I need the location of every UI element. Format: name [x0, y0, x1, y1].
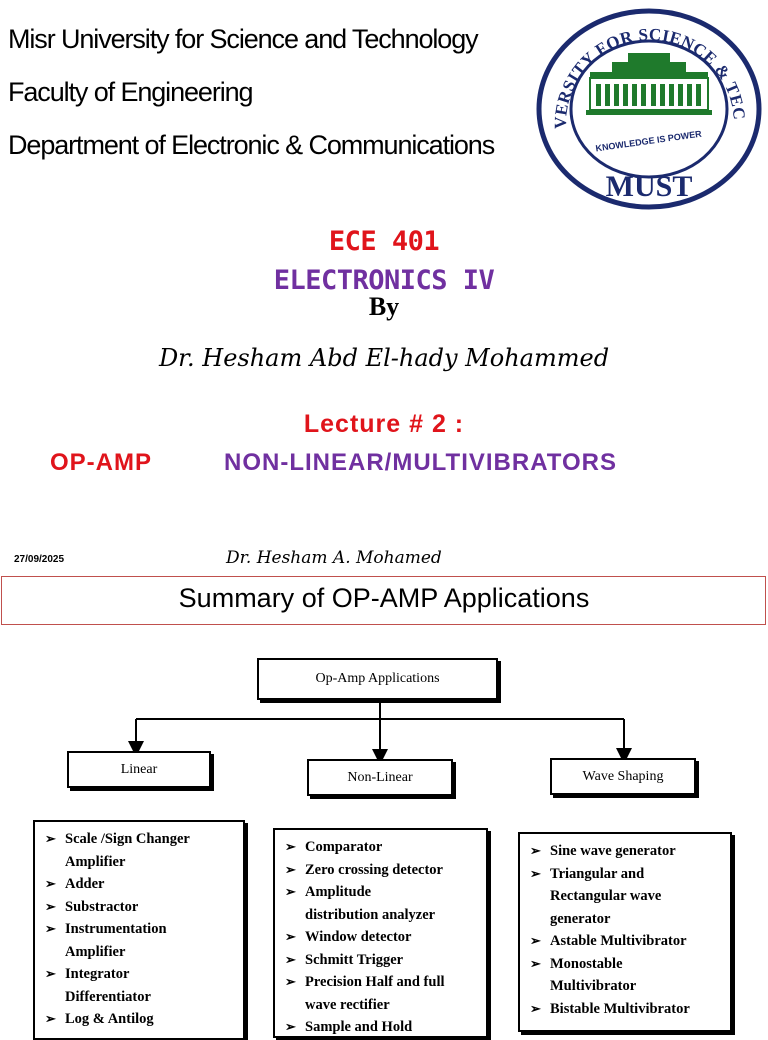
list-item: ➢ Zero crossing detector — [283, 859, 480, 882]
summary-title-box — [1, 576, 766, 625]
list-item: ➢ Substractor — [43, 896, 237, 919]
list-item-text: wave rectifier — [305, 996, 390, 1013]
branch-wave-shaping: Wave Shaping — [550, 758, 696, 795]
course-title: ELECTRONICS IV — [273, 265, 495, 296]
branch-label: Wave Shaping — [582, 768, 664, 784]
footer-author: Dr. Hesham A. Mohamed — [226, 548, 442, 568]
arrow-bullet-icon: ➢ — [45, 921, 56, 936]
list-item-text: Triangular and — [550, 865, 645, 882]
arrow-bullet-icon: ➢ — [285, 1019, 296, 1034]
list-item-text: distribution analyzer — [305, 906, 436, 923]
list-item-text: Monostable — [550, 955, 623, 972]
list-item: ➢ Precision Half and full wave rectifier — [283, 971, 480, 1016]
arrow-bullet-icon: ➢ — [45, 831, 56, 846]
topic-subtitle: NON-LINEAR/MULTIVIBRATORS — [224, 449, 617, 476]
branch-label: Linear — [120, 761, 158, 777]
list-item-text: Log & Antilog — [65, 1011, 154, 1027]
summary-title: Summary of OP-AMP Applications — [178, 583, 590, 613]
arrow-bullet-icon: ➢ — [45, 898, 56, 914]
slide-date: 27/09/2025 — [14, 554, 65, 565]
branch-label: Non-Linear — [347, 769, 413, 785]
list-item-text: Substractor — [65, 898, 139, 915]
university-name: Misr University for Science and Technolo… — [8, 24, 479, 54]
branch-non-linear: Non-Linear — [307, 759, 453, 796]
list-item: ➢ Bistable Multivibrator — [528, 998, 724, 1021]
arrow-bullet-icon: ➢ — [45, 1011, 56, 1026]
arrow-bullet-icon: ➢ — [45, 966, 56, 981]
arrow-bullet-icon: ➢ — [285, 929, 296, 944]
arrow-bullet-icon: ➢ — [285, 839, 296, 854]
arrow-bullet-icon: ➢ — [530, 865, 541, 881]
list-item-text: Integrator — [65, 966, 130, 982]
list-item: ➢ Adder — [43, 873, 237, 896]
list-item-text: Amplifier — [65, 853, 126, 870]
arrow-bullet-icon: ➢ — [285, 861, 296, 877]
list-item-text: Amplitude — [305, 884, 372, 900]
arrow-bullet-icon: ➢ — [530, 1000, 541, 1016]
list-item: ➢ Sample and Hold — [283, 1016, 480, 1039]
list-item-text: Differentiator — [65, 988, 151, 1005]
list-item: ➢ Log & Antilog — [43, 1008, 237, 1031]
by-label: By — [368, 292, 400, 321]
university-logo: MISR UNIVERSITY FOR SCIENCE & TECHNOLOGY… — [536, 6, 762, 210]
list-item: ➢ Window detector — [283, 926, 480, 949]
list-item: ➢ Astable Multivibrator — [528, 930, 724, 953]
course-code: ECE 401 — [328, 226, 440, 257]
list-item-text: Sample and Hold — [305, 1019, 413, 1035]
arrow-bullet-icon: ➢ — [285, 974, 296, 989]
list-item-text: Comparator — [305, 839, 383, 855]
root-label: Op-Amp Applications — [315, 671, 440, 686]
arrow-bullet-icon: ➢ — [285, 884, 296, 899]
list-item-text: Sine wave generator — [550, 843, 676, 859]
faculty-name: Faculty of Engineering — [8, 77, 254, 107]
list-item-text: Scale /Sign Changer — [65, 831, 190, 847]
logo-abbr: MUST — [606, 170, 693, 203]
lecture-number: Lecture # 2 : — [303, 410, 465, 438]
arrow-bullet-icon: ➢ — [530, 955, 541, 971]
list-item-text: Instrumentation — [65, 921, 167, 937]
list-item-text: Adder — [65, 876, 105, 892]
topic-op-amp: OP-AMP — [50, 449, 152, 476]
building-icon — [586, 53, 712, 115]
list-item-text: Astable Multivibrator — [550, 933, 687, 949]
list-item-text: Bistable Multivibrator — [550, 1000, 690, 1017]
department-name: Department of Electronic & Communication… — [8, 130, 495, 160]
list-item-text: Schmitt Trigger — [305, 951, 404, 968]
root-node: Op-Amp Applications — [257, 658, 498, 700]
list-item: ➢ Amplitude distribution analyzer — [283, 881, 480, 926]
list-item-text: Zero crossing detector — [305, 861, 443, 878]
arrow-bullet-icon: ➢ — [530, 933, 541, 948]
arrow-bullet-icon: ➢ — [285, 951, 296, 967]
list-non-linear: ➢ Comparator ➢ Zero crossing detector ➢ Ampli… — [273, 828, 488, 1038]
list-item-text: Amplifier — [65, 943, 126, 960]
branch-linear: Linear — [67, 751, 211, 788]
author-name: Dr. Hesham Abd El-hady Mohammed — [158, 344, 610, 372]
list-item-text: generator — [550, 910, 611, 927]
list-item: ➢ Schmitt Trigger — [283, 949, 480, 972]
arrow-bullet-icon: ➢ — [45, 876, 56, 891]
arrow-bullet-icon: ➢ — [530, 843, 541, 858]
list-item: ➢ Sine wave generator — [528, 840, 724, 863]
list-item-text: Multivibrator — [550, 978, 637, 994]
list-item-text: Rectangular wave — [550, 888, 662, 904]
list-item-text: Window detector — [305, 929, 412, 945]
list-item-text: Precision Half and full — [305, 974, 445, 990]
list-item: ➢ Comparator — [283, 836, 480, 859]
